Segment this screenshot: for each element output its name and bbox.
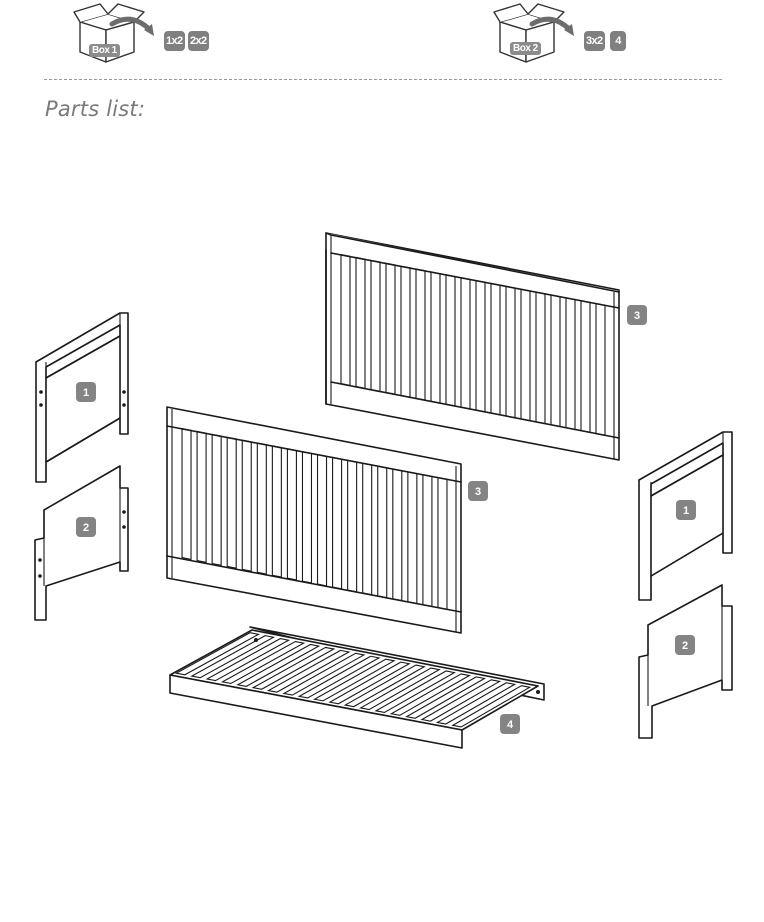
base-slat (328, 661, 411, 705)
slat (256, 442, 267, 575)
slat (340, 253, 351, 387)
slat (505, 285, 516, 419)
part-badge-p2-left: 2 (76, 517, 96, 537)
svg-text:4: 4 (507, 719, 514, 731)
base-slat (343, 664, 426, 708)
slat (241, 439, 252, 572)
slat (211, 433, 222, 566)
box-2-group: Box 2 3x2 4 (492, 0, 652, 72)
part-badge-p2-right: 2 (675, 635, 695, 655)
slat (422, 474, 433, 608)
slat (301, 451, 313, 584)
part-4-base-slats (174, 632, 532, 728)
svg-text:2: 2 (83, 522, 89, 534)
qty-badge-part-3: 3x2 (584, 31, 605, 51)
qty-badge-part-1: 1x2 (164, 31, 185, 51)
base-slat (405, 676, 487, 719)
dashed-divider (44, 79, 722, 80)
slat (415, 268, 426, 401)
slat (565, 297, 576, 431)
part-3-front-rail-panel (166, 406, 462, 634)
part-3-back-slats (340, 253, 606, 437)
slat (445, 274, 456, 407)
slat (385, 262, 396, 395)
slat (355, 256, 366, 389)
base-slat (174, 632, 261, 676)
slat (400, 265, 411, 398)
slat (475, 279, 486, 413)
slat (271, 445, 282, 578)
slat (460, 277, 471, 410)
slat (226, 436, 237, 569)
slat (377, 465, 388, 599)
base-slat (266, 649, 351, 693)
slat (370, 259, 381, 392)
slat (490, 282, 501, 416)
base-slat (389, 673, 471, 716)
part-badge-p3-back: 3 (627, 305, 647, 325)
base-slat (359, 667, 441, 711)
slat (535, 291, 546, 425)
slat (332, 456, 343, 590)
box-1-label: Box 1 (89, 44, 120, 57)
base-slat (374, 670, 456, 714)
part-2-left-footboard (34, 465, 129, 621)
slat (362, 462, 373, 596)
part-badge-p1-left: 1 (76, 382, 96, 402)
svg-text:3: 3 (634, 310, 640, 322)
svg-text:1: 1 (83, 387, 89, 399)
part-3-front-slats (181, 427, 448, 611)
slat (407, 471, 418, 605)
slat (347, 459, 358, 593)
svg-text:3: 3 (475, 486, 481, 498)
part-4-slatted-base (169, 626, 545, 749)
base-slat (220, 640, 306, 685)
base-slat (297, 655, 381, 699)
svg-text:1: 1 (683, 505, 689, 517)
part-badge-p1-right: 1 (676, 500, 696, 520)
base-slat (190, 635, 276, 679)
part-badge-p3-front: 3 (468, 481, 488, 501)
base-slat (312, 658, 396, 702)
open-box-icon (73, 3, 154, 63)
slat (316, 453, 328, 587)
slat (196, 430, 207, 563)
slat (437, 477, 448, 611)
slat (392, 468, 403, 602)
slat (595, 303, 606, 437)
base-slat (205, 638, 291, 682)
base-slat (251, 646, 336, 690)
base-slat (435, 682, 517, 725)
parts-list-title: Parts list: (45, 97, 146, 121)
slat (550, 294, 561, 428)
box-1-group: Box 1 1x2 2x2 (72, 0, 232, 72)
base-slat (282, 652, 366, 696)
box-2-label: Box 2 (510, 42, 541, 55)
slat (520, 288, 531, 422)
part-3-back-rail-panel (325, 232, 620, 461)
base-slat (451, 685, 532, 728)
base-slat (236, 643, 321, 687)
svg-text:2: 2 (682, 640, 688, 652)
slat (430, 271, 441, 404)
qty-badge-part-4: 4 (610, 31, 626, 51)
part-badge-p4-base: 4 (500, 714, 520, 734)
slat (286, 448, 297, 581)
qty-badge-part-2: 2x2 (188, 31, 209, 51)
slat (580, 300, 591, 434)
base-slat (420, 679, 502, 722)
part-2-right-footboard (638, 584, 733, 739)
slat (181, 427, 192, 561)
